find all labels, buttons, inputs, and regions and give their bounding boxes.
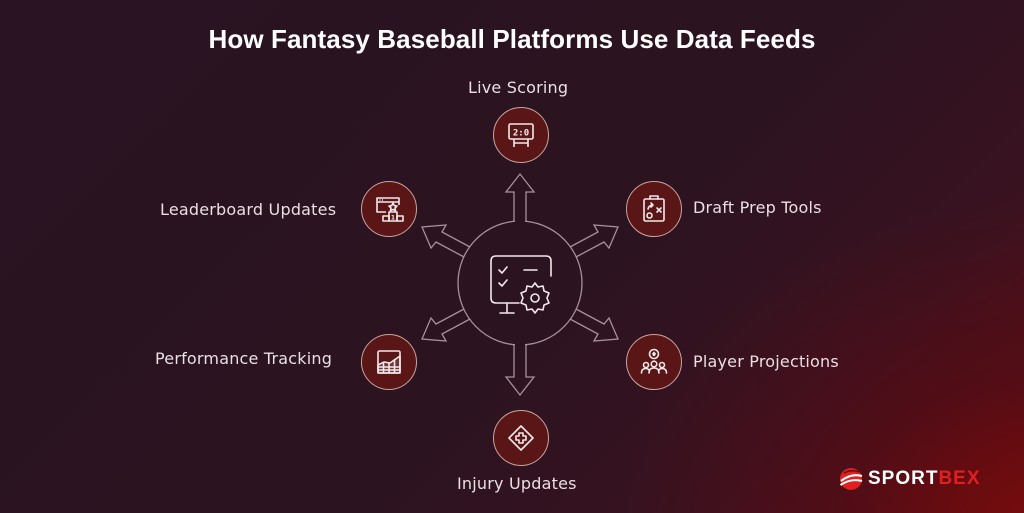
hub-circle	[457, 220, 583, 346]
brand-name: SPORTBEX	[868, 468, 981, 490]
node-label-leaderboard-updates: Leaderboard Updates	[160, 200, 337, 219]
node-label-live-scoring: Live Scoring	[468, 78, 569, 97]
podium-star-icon: 1	[376, 197, 404, 222]
monitor-checklist-gear-icon	[490, 255, 552, 314]
node-draft-prep-tools	[626, 181, 682, 237]
arrow-up-left	[421, 224, 471, 258]
node-injury-updates	[493, 410, 549, 466]
brand-logo: SPORTBEX	[838, 466, 981, 492]
page-title: How Fantasy Baseball Platforms Use Data …	[208, 24, 816, 54]
node-label-injury-updates: Injury Updates	[457, 474, 577, 493]
arrow-up	[504, 172, 536, 221]
node-leaderboard-updates: 1	[361, 181, 417, 237]
team-players-ball-icon	[640, 348, 668, 374]
chart-grid-icon	[377, 350, 401, 374]
arrow-down-left	[421, 308, 471, 342]
svg-text:2:0: 2:0	[513, 129, 529, 139]
node-player-projections	[626, 334, 682, 390]
node-label-performance-tracking: Performance Tracking	[155, 349, 333, 368]
node-label-player-projections: Player Projections	[693, 352, 839, 371]
node-live-scoring: 2:0	[493, 107, 549, 163]
svg-text:1: 1	[391, 215, 395, 222]
node-performance-tracking	[361, 334, 417, 390]
arrow-up-right	[569, 224, 619, 258]
brand-name-part1: SPORT	[868, 468, 939, 489]
clipboard-play-icon	[643, 195, 665, 222]
scoreboard-icon: 2:0	[508, 123, 534, 147]
sportbex-globe-icon	[839, 468, 863, 490]
brand-name-part2: BEX	[938, 468, 981, 489]
node-label-draft-prep-tools: Draft Prep Tools	[693, 198, 822, 217]
arrow-down	[504, 345, 536, 397]
medical-cross-icon	[508, 425, 534, 451]
arrow-down-right	[569, 308, 619, 342]
